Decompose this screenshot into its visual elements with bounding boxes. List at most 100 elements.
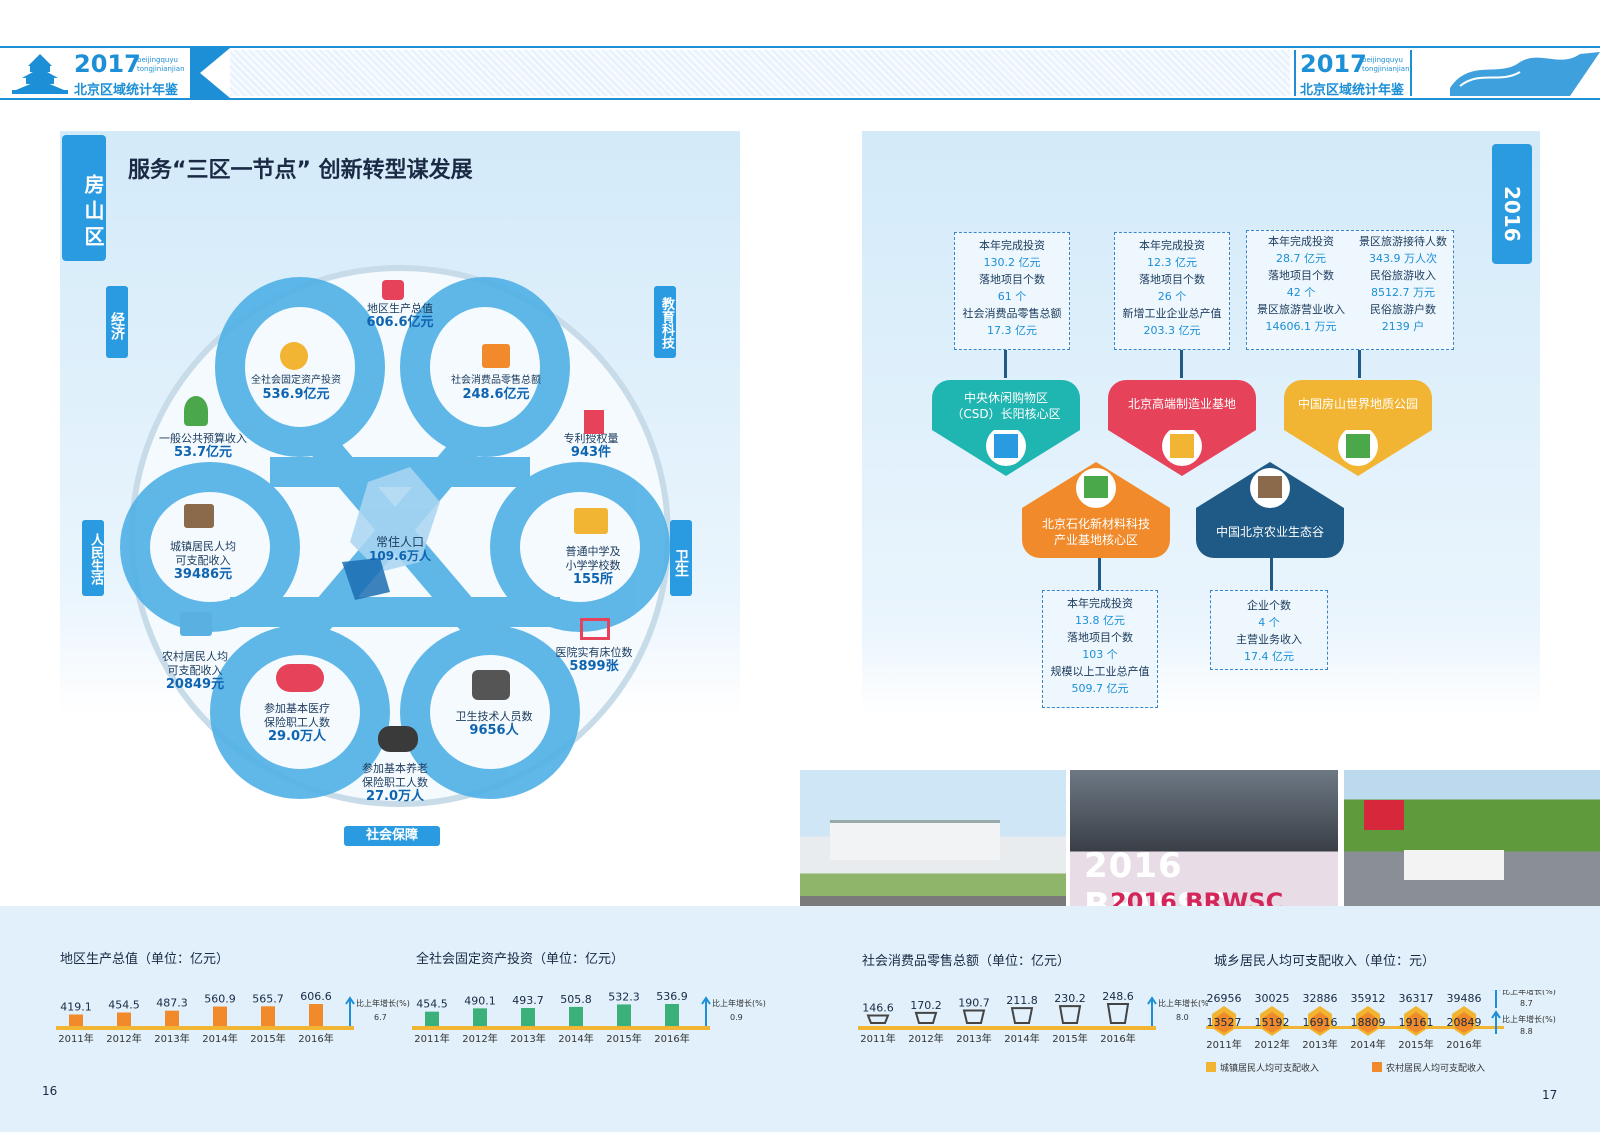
rural-hex-mark (1455, 1012, 1473, 1033)
tick-label: 2016年 (1100, 1032, 1135, 1045)
chart-income-title: 城乡居民人均可支配收入（单位：元） (1214, 954, 1436, 969)
petro-value1: 13.8 亿元 (1075, 614, 1125, 627)
stat-schools: 普通中学及 小学学校数 155所 (548, 545, 638, 587)
growth-value-rural: 8.8 (1520, 1027, 1533, 1036)
info-box-manuf: 本年完成投资 12.3 亿元 落地项目个数 26 个 新增工业企业总产值 203… (1114, 232, 1230, 350)
urban-data-label: 26956 (1207, 992, 1242, 1005)
stat-budget: 一般公共预算收入 53.7亿元 (148, 432, 258, 460)
geopark-label3: 景区旅游营业收入 (1257, 303, 1345, 316)
agri-label1: 企业个数 (1247, 599, 1291, 612)
data-label: 454.5 (416, 998, 448, 1011)
csd-value1: 130.2 亿元 (983, 256, 1041, 269)
data-label: 211.8 (1006, 994, 1038, 1007)
stat-rural-income-label1: 农村居民人均 (162, 650, 228, 663)
growth-arrow-icon (1147, 996, 1157, 1026)
photo-march-banner (1404, 850, 1504, 880)
shopping-icon (482, 344, 510, 368)
stat-beds: 医院实有床位数 5899张 (544, 646, 644, 674)
data-label: 536.9 (656, 990, 688, 1003)
stat-health-staff-label: 卫生技术人员数 (455, 710, 533, 723)
growth-value: 0.9 (730, 1013, 743, 1022)
stat-schools-value: 155所 (572, 572, 614, 587)
manuf-value2: 26 个 (1157, 290, 1187, 303)
data-label: 146.6 (862, 1002, 894, 1015)
tick-label: 2012年 (462, 1032, 497, 1045)
rural-data-label: 16916 (1303, 1016, 1338, 1029)
data-label: 487.3 (156, 997, 188, 1010)
stat-rural-income: 农村居民人均 可支配收入 20849元 (150, 650, 240, 692)
photo-march (1344, 770, 1600, 918)
petro-value2: 103 个 (1082, 648, 1118, 661)
connector-geopark (1358, 350, 1361, 378)
cart-mark (866, 1014, 890, 1024)
petro-value3: 509.7 亿元 (1071, 682, 1129, 695)
chart-baseline (412, 1026, 710, 1030)
chart-invest: 454.52011年490.12012年493.72013年505.82014年… (412, 990, 766, 1045)
tick-label: 2012年 (1254, 1038, 1289, 1051)
tick-label: 2011年 (414, 1032, 449, 1045)
cart-mark (1106, 1003, 1130, 1024)
info-box-geopark: 本年完成投资 28.7 亿元 落地项目个数 42 个 景区旅游营业收入 1460… (1246, 230, 1454, 350)
stat-pension-value: 27.0万人 (365, 789, 425, 804)
zone-petro-label1: 北京石化新材料科技 (1041, 517, 1150, 531)
data-label: 490.1 (464, 994, 496, 1007)
urban-data-label: 32886 (1303, 992, 1338, 1005)
zone-csd-point (932, 430, 1080, 476)
tick-label: 2013年 (510, 1032, 545, 1045)
tick-label: 2015年 (606, 1032, 641, 1045)
header-left-arrow-icon (190, 48, 230, 98)
tick-label: 2012年 (106, 1032, 141, 1045)
tick-label: 2014年 (1350, 1038, 1385, 1051)
center-population-value: 109.6万人 (369, 549, 431, 563)
zone-csd: 中央休闲购物区 （CSD）长阳核心区 (932, 380, 1080, 430)
stat-retail-value: 248.6亿元 (462, 387, 530, 402)
manuf-value1: 12.3 亿元 (1147, 256, 1197, 269)
district-ribbon: 房山区 (62, 135, 106, 261)
rural-data-label: 19161 (1399, 1016, 1434, 1029)
zone-petro-point (1022, 462, 1170, 508)
stat-patent-label: 专利授权量 (563, 432, 619, 445)
stat-rural-income-value: 20849元 (165, 677, 225, 692)
zone-csd-label2: （CSD）长阳核心区 (951, 407, 1061, 421)
petro-label3: 规模以上工业总产值 (1050, 665, 1150, 678)
photo-building-shape (830, 820, 1000, 860)
tick-label: 2013年 (154, 1032, 189, 1045)
hospital-bed-icon (580, 618, 610, 640)
growth-value: 8.0 (1176, 1013, 1189, 1022)
stat-urban-income: 城镇居民人均 可支配收入 39486元 (158, 540, 248, 582)
stat-beds-label: 医院实有床位数 (555, 646, 633, 659)
rural-house-icon (180, 612, 212, 636)
center-population: 常住人口 109.6万人 (360, 535, 440, 563)
stat-urban-income-label1: 城镇居民人均 (170, 540, 236, 553)
stat-budget-label: 一般公共预算收入 (159, 432, 247, 445)
house-money-icon (184, 504, 214, 528)
data-label: 454.5 (108, 999, 140, 1012)
data-label: 532.3 (608, 990, 640, 1003)
rural-hex-mark (1311, 1012, 1329, 1033)
agri-value1: 4 个 (1258, 616, 1280, 629)
rural-data-label: 15192 (1255, 1016, 1290, 1029)
data-label: 419.1 (60, 1000, 92, 1013)
urban-data-label: 30025 (1255, 992, 1290, 1005)
growth-arrow-rural-icon (1491, 1010, 1501, 1034)
stat-health-staff-value: 9656人 (469, 723, 519, 738)
bar-mark (69, 1014, 83, 1026)
growth-arrow-icon (345, 996, 355, 1026)
data-label: 606.6 (300, 990, 332, 1003)
header-pattern (230, 50, 1290, 96)
connector-manuf (1180, 350, 1183, 378)
geopark-right-value2: 8512.7 万元 (1371, 286, 1435, 299)
bar-mark (665, 1004, 679, 1026)
category-health: 卫生 (670, 520, 692, 596)
csd-label3: 社会消费品零售总额 (962, 307, 1062, 320)
stat-medical-ins-value: 29.0万人 (267, 729, 327, 744)
tick-label: 2015年 (1052, 1032, 1087, 1045)
urban-data-label: 39486 (1447, 992, 1482, 1005)
chart-retail: 146.62011年170.22012年190.72013年211.82014年… (858, 990, 1208, 1045)
chart-income: 26956135272011年30025151922012年3288616916… (1206, 990, 1556, 1074)
zone-csd-label1: 中央休闲购物区 (963, 391, 1048, 405)
agri-label2: 主营业务收入 (1236, 633, 1302, 646)
growth-label-rural: 比上年增长(%) (1502, 1014, 1556, 1024)
school-icon (574, 508, 608, 534)
stat-patent-value: 943件 (570, 445, 612, 460)
